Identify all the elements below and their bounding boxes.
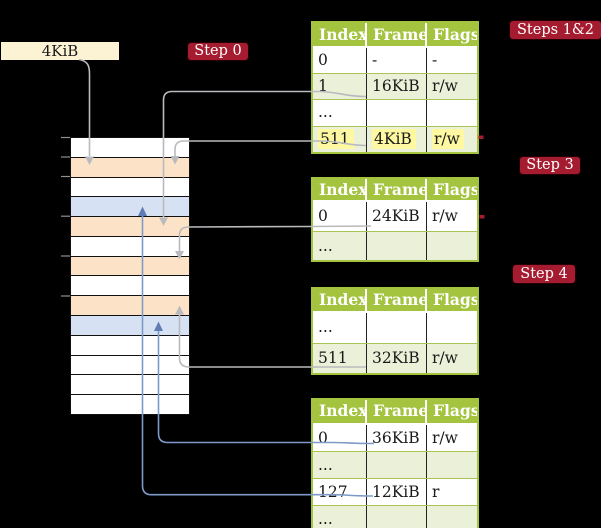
- memory-frame-row: [71, 176, 189, 197]
- table-cell: [427, 313, 477, 343]
- table-row: 0--: [313, 48, 477, 74]
- table-cell: 1: [313, 74, 367, 100]
- table-header-cell: Flags: [433, 401, 477, 420]
- table-cell: 16KiB: [367, 74, 427, 100]
- memory-frame-row: [71, 156, 189, 177]
- memory-frame-row: [71, 216, 189, 236]
- table-cell: [427, 232, 477, 261]
- table-cell: 4KiB: [367, 126, 427, 152]
- table-cell: r/w: [432, 348, 458, 367]
- table-cell: ...: [313, 506, 367, 528]
- table-cell: 511: [313, 126, 367, 152]
- table-header-cell: Flags: [433, 25, 477, 44]
- table-cell: 12KiB: [367, 479, 427, 506]
- memory-frame-row: [71, 275, 189, 296]
- table-header-cell: Index: [313, 400, 367, 423]
- table-cell: ...: [313, 313, 367, 343]
- table-header-cell: Index: [313, 23, 367, 46]
- table-row: 511 4KiB r/w: [313, 125, 477, 152]
- table-header-cell: Flags: [433, 290, 477, 309]
- memory-frame-row: [71, 315, 189, 335]
- table-cell: 0: [313, 48, 367, 74]
- step-pointer-dash-table2: [479, 215, 485, 219]
- table-row: ...: [313, 505, 477, 528]
- table-cell: 24KiB: [367, 202, 427, 231]
- table-header-cell: Index: [313, 178, 367, 200]
- table-header-cell: Frame: [367, 289, 427, 311]
- table-header-cell: Frame: [367, 400, 427, 423]
- table-cell: r/w: [432, 77, 458, 96]
- table-cell: [427, 506, 477, 528]
- table-cell: 0: [313, 202, 367, 231]
- table-cell: [367, 451, 427, 479]
- table-cell: ...: [313, 100, 367, 126]
- memory-frame-row: [71, 196, 189, 217]
- table-cell: ...: [313, 231, 367, 260]
- table-cell: 127: [313, 479, 367, 506]
- badge-step-0: Step 0: [188, 43, 248, 60]
- memory-frame-row: [71, 354, 189, 375]
- badge-step-3: Step 3: [520, 157, 580, 174]
- table-header-cell: Frame: [367, 178, 427, 200]
- badge-steps-1-2: Steps 1&2: [510, 21, 601, 39]
- table-cell: r/w: [432, 207, 458, 225]
- table-cell: [427, 452, 477, 478]
- table-cell: [367, 100, 427, 126]
- table-header-cell: Frame: [367, 23, 427, 46]
- table-row: ...: [313, 230, 477, 261]
- table-cell: 36KiB: [367, 424, 427, 451]
- table-header-cell: Flags: [433, 179, 477, 199]
- table-cell: r/w: [432, 428, 458, 447]
- highlighted-value: 511: [318, 128, 354, 149]
- memory-frame-row: [71, 235, 189, 256]
- page-size-label: 4KiB: [1, 42, 119, 60]
- table-cell: [427, 100, 477, 125]
- step-pointer-dash-table1: [478, 135, 484, 139]
- table-row: ...: [313, 99, 477, 126]
- memory-frame-row: [71, 138, 189, 157]
- badge-step-4: Step 4: [513, 265, 575, 283]
- memory-frame-row: [71, 295, 189, 316]
- table-cell: r/w: [427, 127, 477, 152]
- frame-boundary-ticks: [61, 136, 70, 297]
- table-cell: 32KiB: [367, 343, 427, 373]
- memory-frame-row: [71, 334, 189, 355]
- table-header-cell: Index: [313, 289, 367, 311]
- table-cell: [367, 313, 427, 343]
- physical-memory-column: [70, 137, 190, 415]
- memory-frame-row: [71, 374, 189, 395]
- table-cell: [367, 506, 427, 528]
- table-cell: 0: [313, 424, 367, 451]
- memory-frame-row: [71, 394, 189, 414]
- highlighted-value: 4KiB: [372, 128, 416, 149]
- memory-frame-row: [71, 255, 189, 276]
- table-cell: 511: [313, 343, 367, 373]
- table-row: ...: [313, 450, 477, 479]
- highlighted-value: r/w: [432, 128, 464, 149]
- table-cell: r: [432, 483, 440, 502]
- table-cell: -: [432, 51, 438, 69]
- table-cell: -: [367, 48, 427, 74]
- table-row: ...: [313, 313, 477, 343]
- table-cell: ...: [313, 451, 367, 479]
- table-cell: [367, 231, 427, 260]
